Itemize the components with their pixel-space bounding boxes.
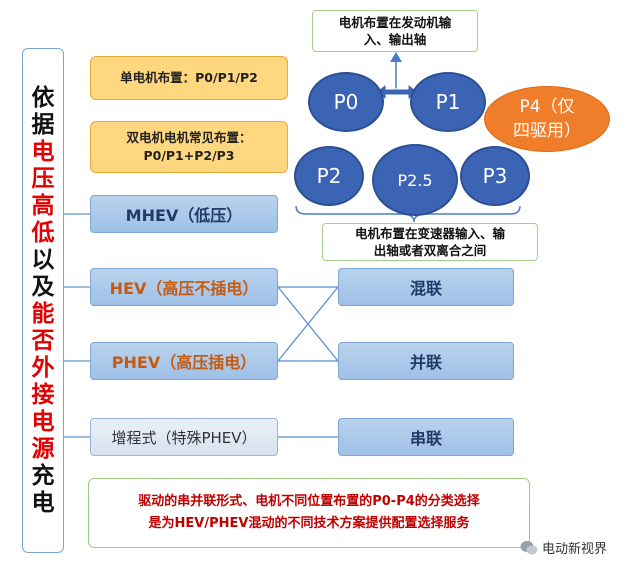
p0-label: P0 [333,90,359,114]
p3-ellipse: P3 [460,146,530,206]
watermark-text: 电动新视界 [542,542,608,557]
hev-box: HEV（高压不插电） [90,268,278,306]
left-label-char: 压 [31,165,55,192]
cross-phev-hunlian [277,286,339,362]
left-label-char: 接 [31,381,55,408]
left-label-char: 电 [31,489,55,516]
single-motor-note: 单电机布置：P0/P1/P2 [90,56,288,100]
chuanlian-label: 串联 [409,429,442,448]
p2-label: P2 [316,164,342,188]
left-label-char: 低 [31,219,55,246]
binglian-box: 并联 [338,342,514,380]
erev-label: 增程式（特殊PHEV） [111,428,257,447]
engine-note-line-2: 入、输出轴 [363,32,427,47]
gearbox-position-note: 电机布置在变速器输入、输 出轴或者双离合之间 [322,223,538,261]
p3-label: P3 [482,164,508,188]
engine-note-line-1: 电机布置在发动机输 [338,15,452,30]
binglian-label: 并联 [409,353,442,372]
p4-label-1: P4（仅 [519,97,575,117]
mhev-box: MHEV（低压） [90,195,278,233]
p25-ellipse: P2.5 [372,144,458,216]
left-label-char: 能 [31,300,55,327]
left-label-char: 充 [31,462,55,489]
hunlian-label: 混联 [409,279,442,298]
left-label-char: 以 [31,246,55,273]
left-label-char: 电 [31,138,55,165]
left-label-char: 据 [31,111,55,138]
erev-box: 增程式（特殊PHEV） [90,418,278,456]
left-label-char: 源 [31,435,55,462]
engine-position-note: 电机布置在发动机输 入、输出轴 [312,10,478,52]
left-label-char: 高 [31,192,55,219]
dual-motor-text-1: 双电机电机常见布置： [126,130,252,145]
left-label-char: 及 [31,273,55,300]
p25-label: P2.5 [397,170,433,190]
left-label-char: 电 [31,408,55,435]
arrow-up-head [390,52,402,62]
p0-ellipse: P0 [308,72,384,132]
summary-line-1: 驱动的串并联形式、电机不同位置布置的P0-P4的分类选择 [138,494,480,509]
mhev-label: MHEV（低压） [125,206,243,225]
wechat-icon [520,540,538,554]
hunlian-box: 混联 [338,268,514,306]
watermark: 电动新视界 [520,538,607,557]
p4-ellipse: P4（仅 四驱用） [484,86,610,152]
chuanlian-box: 串联 [338,418,514,456]
gearbox-note-line-2: 出轴或者双离合之间 [373,243,487,258]
gearbox-note-line-1: 电机布置在变速器输入、输 [354,226,505,241]
summary-box: 驱动的串并联形式、电机不同位置布置的P0-P4的分类选择 是为HEV/PHEV混… [88,478,530,548]
phev-label: PHEV（高压插电） [111,353,257,372]
phev-box: PHEV（高压插电） [90,342,278,380]
p2-ellipse: P2 [294,146,364,206]
hev-label: HEV（高压不插电） [109,279,259,298]
dual-motor-note: 双电机电机常见布置： P0/P1+P2/P3 [90,121,288,173]
left-label-char: 外 [31,354,55,381]
left-label-char: 否 [31,327,55,354]
p1-label: P1 [435,90,461,114]
p4-label-2: 四驱用） [513,121,581,141]
left-vertical-label: 依据电压高低以及能否外接电源充电 [22,48,64,553]
cross-hev-binglian [277,286,339,362]
left-label-char: 依 [31,84,55,111]
summary-line-2: 是为HEV/PHEV混动的不同技术方案提供配置选择服务 [148,516,470,531]
p1-ellipse: P1 [410,72,486,132]
dual-motor-text-2: P0/P1+P2/P3 [143,148,235,163]
single-motor-text: 单电机布置：P0/P1/P2 [120,70,258,85]
